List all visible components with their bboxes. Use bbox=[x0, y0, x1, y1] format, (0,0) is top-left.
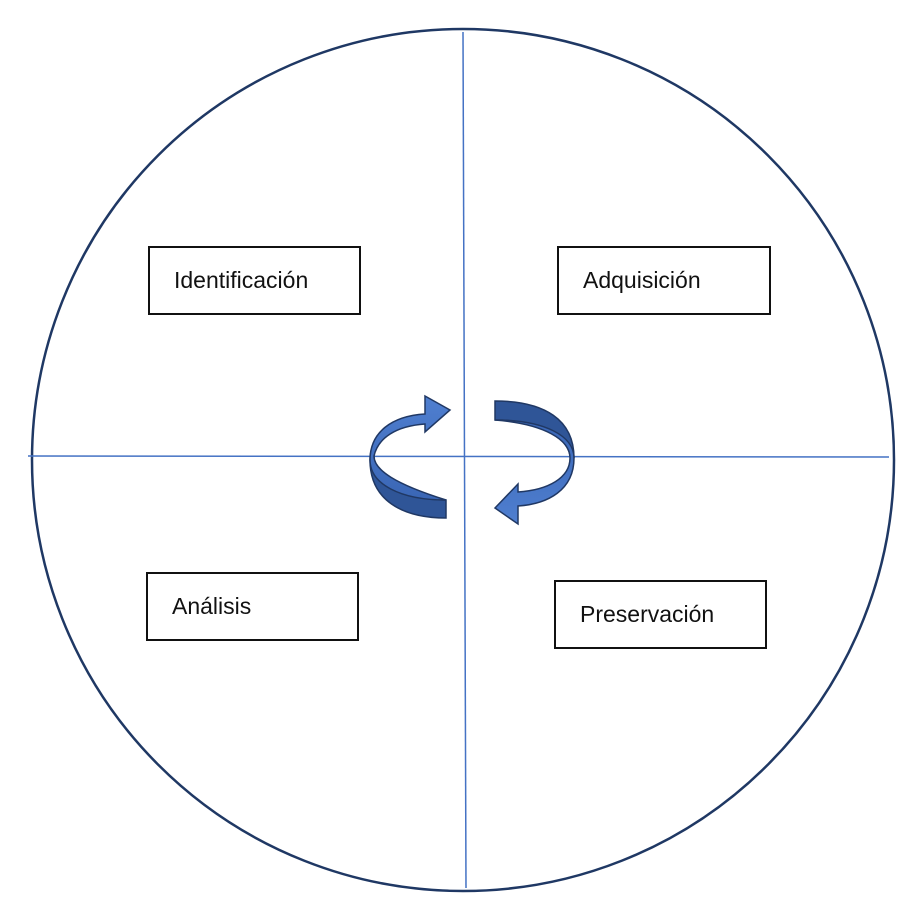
stage-label-preservacion: Preservación bbox=[580, 601, 715, 627]
stage-label-identificacion: Identificación bbox=[174, 267, 309, 293]
stage-box-preservacion: Preservación bbox=[554, 580, 767, 649]
outer-circle bbox=[30, 27, 896, 893]
circular-arrows-icon bbox=[369, 394, 575, 526]
stage-label-adquisicion: Adquisición bbox=[583, 267, 701, 293]
horizontal-axis-line bbox=[27, 455, 890, 458]
stage-box-adquisicion: Adquisición bbox=[557, 246, 771, 315]
left-cycle-arrow-icon bbox=[369, 394, 452, 519]
stage-box-identificacion: Identificación bbox=[148, 246, 361, 315]
stage-label-analisis: Análisis bbox=[172, 593, 252, 619]
vertical-axis-line bbox=[462, 31, 467, 889]
right-cycle-arrow-icon bbox=[493, 400, 575, 526]
stage-box-analisis: Análisis bbox=[146, 572, 359, 641]
